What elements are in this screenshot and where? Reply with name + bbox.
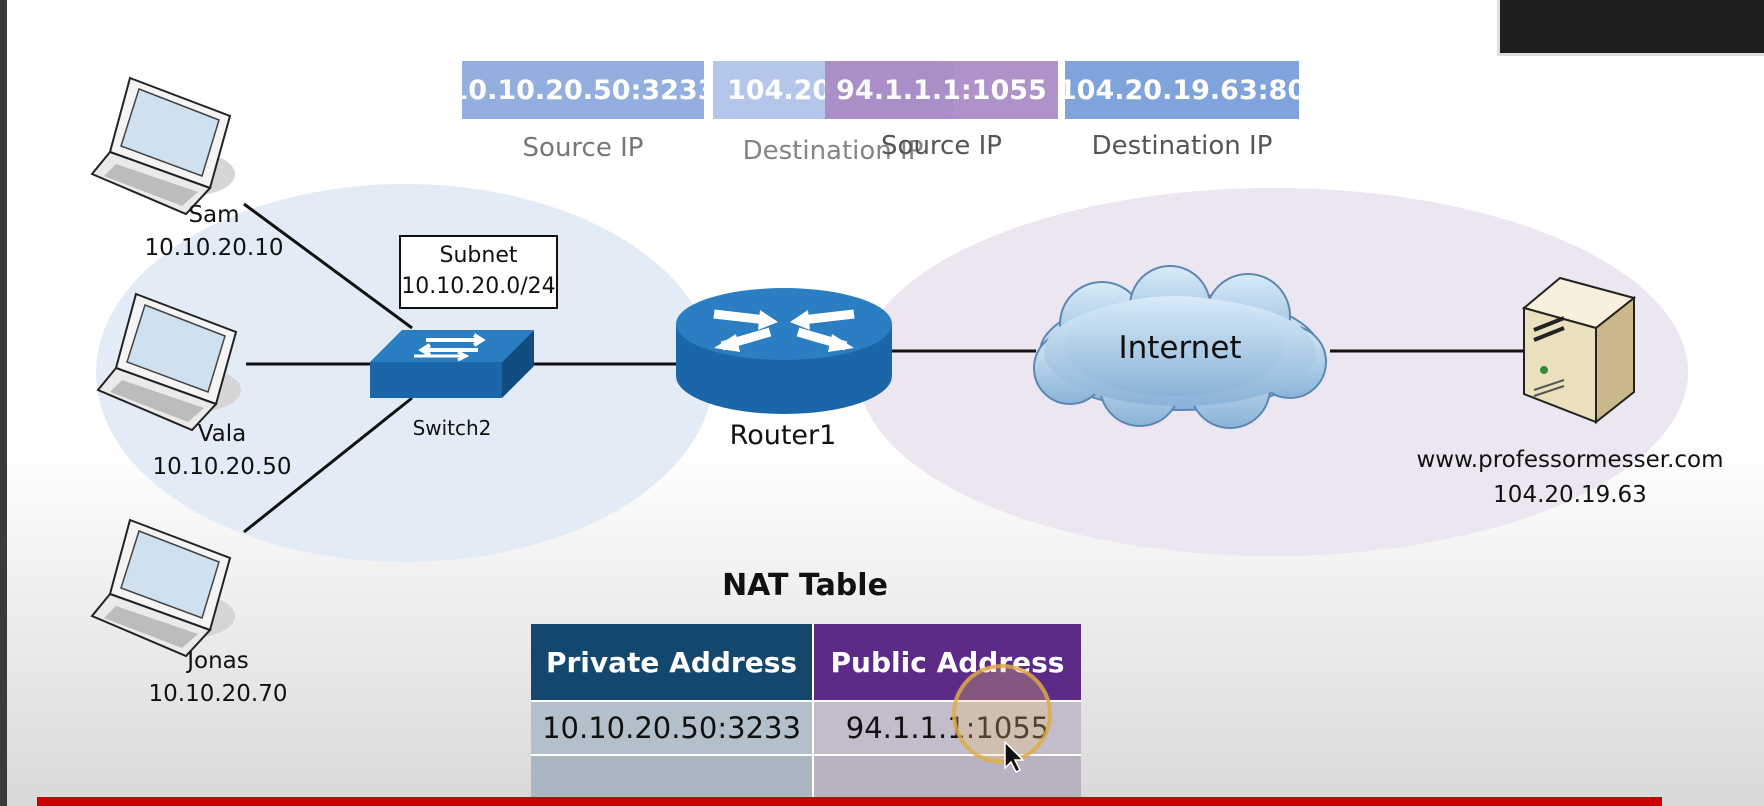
nat-table: Private Address Public Address 10.10.20.… <box>531 624 1081 800</box>
host-name: Sam <box>188 202 240 228</box>
packet-translated-source-label: Source IP <box>881 131 1002 161</box>
nat-table-title: NAT Table <box>722 568 888 603</box>
laptop-icon <box>90 76 235 216</box>
packet-destination-ip: 104.20.19.63:80 <box>1065 61 1299 119</box>
server-hostname: www.professormesser.com <box>1416 447 1724 473</box>
packet-source-ip: 10.10.20.50:3233 <box>462 61 704 119</box>
left-edge-strip <box>0 0 7 806</box>
table-row <box>531 754 1081 800</box>
packet-translated-source-ip: 94.1.1.1:1055 <box>825 61 1058 119</box>
internet-label: Internet <box>1118 330 1242 366</box>
host-ip: 10.10.20.10 <box>144 235 284 261</box>
subnet-range: 10.10.20.0/24 <box>401 274 556 299</box>
host-vala-label: Vala 10.10.20.50 <box>142 418 302 484</box>
server-label: www.professormesser.com 104.20.19.63 <box>1400 443 1740 513</box>
host-jonas-label: Jonas 10.10.20.70 <box>138 645 298 711</box>
nat-private-cell: 10.10.20.50:3233 <box>531 700 813 755</box>
nat-private-cell <box>531 754 813 800</box>
host-name: Vala <box>197 421 247 447</box>
subnet-box: Subnet 10.10.20.0/24 <box>399 235 558 309</box>
presenter-video-thumbnail <box>1497 0 1764 56</box>
link-sam-switch <box>243 202 413 330</box>
server-ip: 104.20.19.63 <box>1493 482 1647 508</box>
packet-source-label: Source IP <box>522 133 644 163</box>
laptop-icon <box>96 292 241 432</box>
nat-header-private: Private Address <box>531 624 813 701</box>
switch-label: Switch2 <box>412 416 492 440</box>
internet-cloud-icon <box>1033 265 1327 429</box>
cursor-highlight <box>952 664 1052 764</box>
mouse-cursor-icon <box>1004 740 1025 774</box>
link-jonas-switch <box>243 396 413 534</box>
router-icon <box>676 288 892 414</box>
video-progress-bar[interactable] <box>37 797 1662 806</box>
packet-destination-label-fading: Destination IP <box>742 136 924 166</box>
laptop-icon <box>90 518 235 658</box>
subnet-title: Subnet <box>439 243 518 268</box>
server-icon <box>1521 276 1637 425</box>
switch-icon <box>370 330 534 398</box>
host-ip: 10.10.20.50 <box>152 454 292 480</box>
packet-destination-label: Destination IP <box>1091 131 1273 161</box>
host-ip: 10.10.20.70 <box>148 681 288 707</box>
router-label: Router1 <box>729 420 837 451</box>
host-name: Jonas <box>187 648 249 674</box>
nat-public-cell <box>812 754 1081 800</box>
host-sam-label: Sam 10.10.20.10 <box>134 199 294 265</box>
